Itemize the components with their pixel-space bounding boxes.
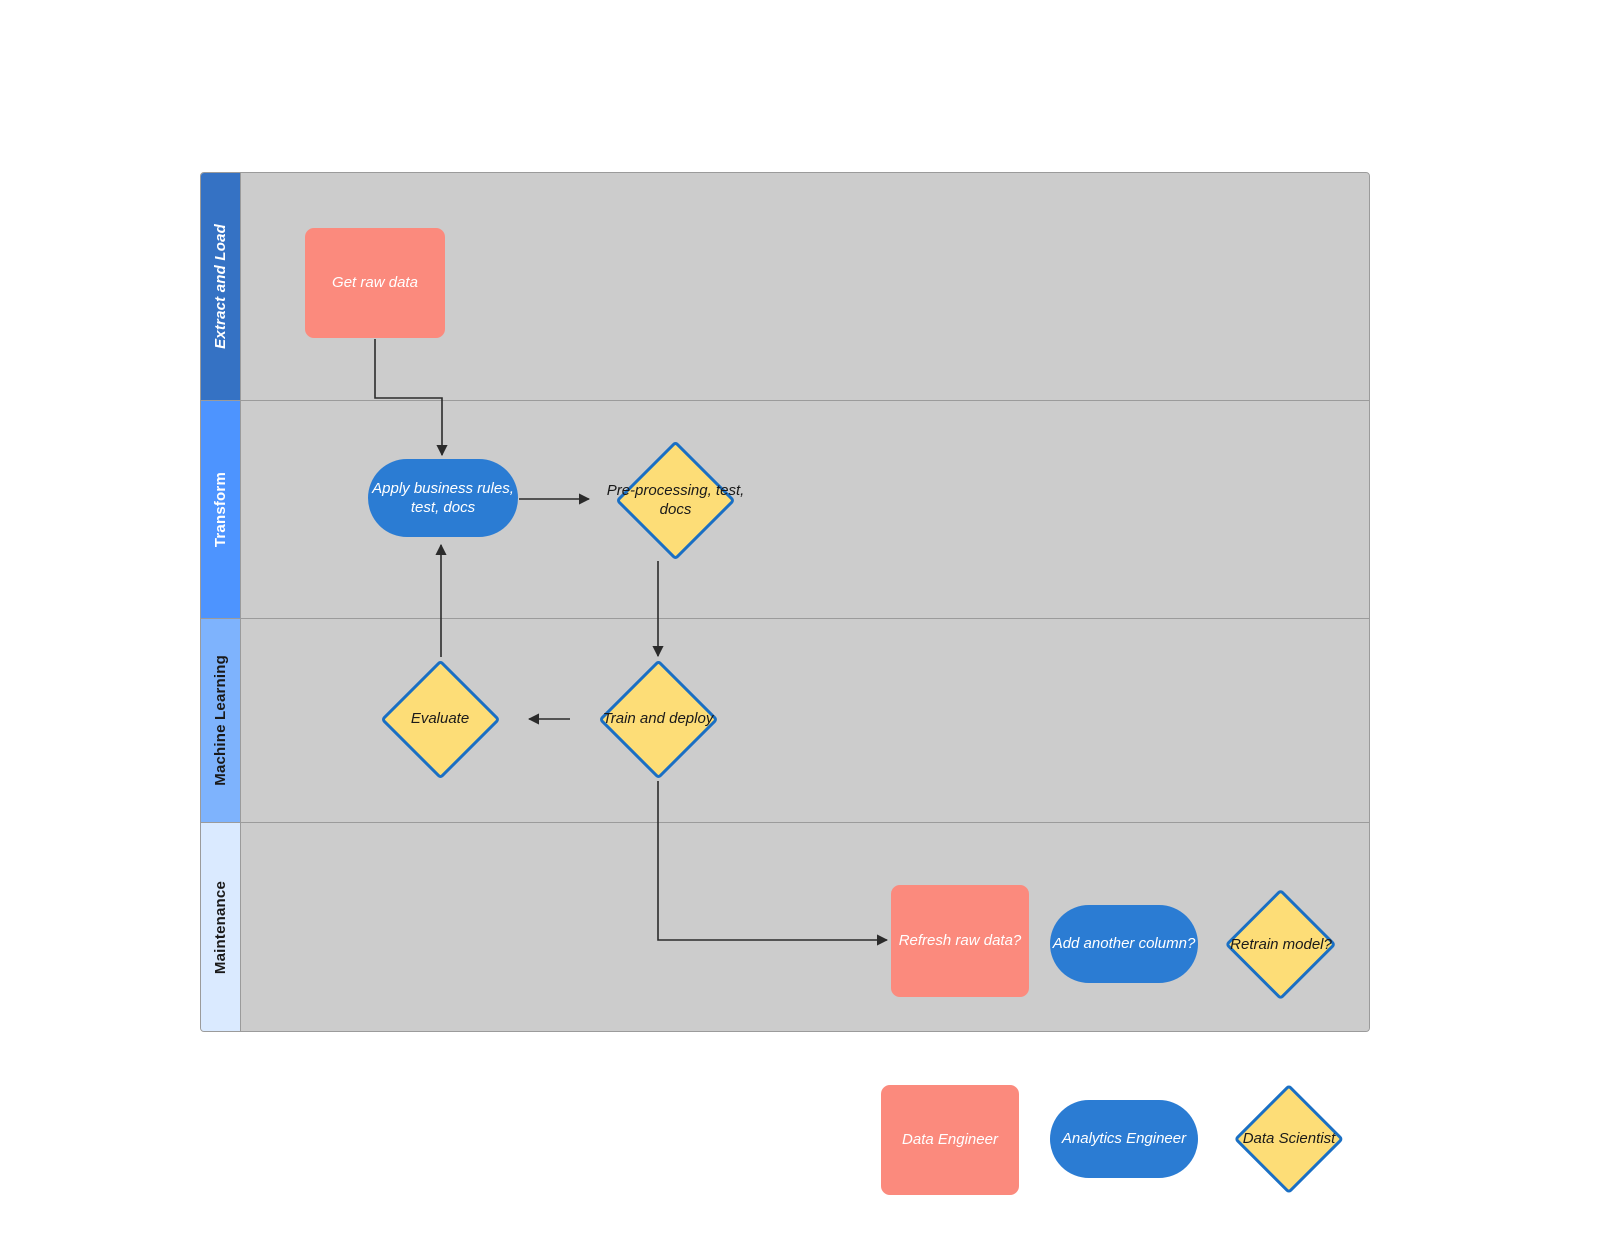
edge-get-raw-data-to-apply-rules bbox=[374, 339, 448, 457]
node-add-column[interactable]: Add another column? bbox=[1050, 905, 1198, 983]
legend-item-analytics-engineer[interactable]: Analytics Engineer bbox=[1050, 1100, 1198, 1178]
lane-header-machine-learning: Machine Learning bbox=[201, 619, 241, 822]
node-label: Add another column? bbox=[1052, 935, 1196, 953]
node-label: Evaluate bbox=[410, 710, 470, 728]
node-retrain-model[interactable]: Retrain model? bbox=[1216, 888, 1346, 1001]
node-label: Apply business rules, test, docs bbox=[372, 479, 514, 516]
node-get-raw-data[interactable]: Get raw data bbox=[305, 228, 445, 338]
lane-header-maintenance: Maintenance bbox=[201, 823, 241, 1031]
node-refresh-raw[interactable]: Refresh raw data? bbox=[891, 885, 1029, 997]
edge-train-deploy-to-refresh-raw bbox=[657, 781, 889, 946]
node-apply-rules[interactable]: Apply business rules, test, docs bbox=[368, 459, 518, 537]
node-evaluate[interactable]: Evaluate bbox=[355, 658, 525, 780]
node-pre-processing[interactable]: Pre-processing, test, docs bbox=[593, 439, 758, 561]
legend-item-data-engineer[interactable]: Data Engineer bbox=[881, 1085, 1019, 1195]
node-label: Get raw data bbox=[332, 274, 418, 292]
node-label: Retrain model? bbox=[1230, 936, 1332, 954]
node-label: Data Engineer bbox=[902, 1131, 998, 1149]
lane-header-transform: Transform bbox=[201, 401, 241, 618]
legend-item-data-scientist[interactable]: Data Scientist bbox=[1228, 1084, 1350, 1194]
node-label: Refresh raw data? bbox=[898, 932, 1022, 950]
lane-header-extract-and-load: Extract and Load bbox=[201, 173, 241, 400]
node-label: Train and deploy bbox=[602, 710, 714, 728]
node-label: Pre-processing, test, docs bbox=[606, 481, 745, 518]
node-label: Analytics Engineer bbox=[1061, 1130, 1187, 1148]
node-label: Data Scientist bbox=[1242, 1130, 1336, 1148]
node-train-deploy[interactable]: Train and deploy bbox=[573, 658, 743, 780]
